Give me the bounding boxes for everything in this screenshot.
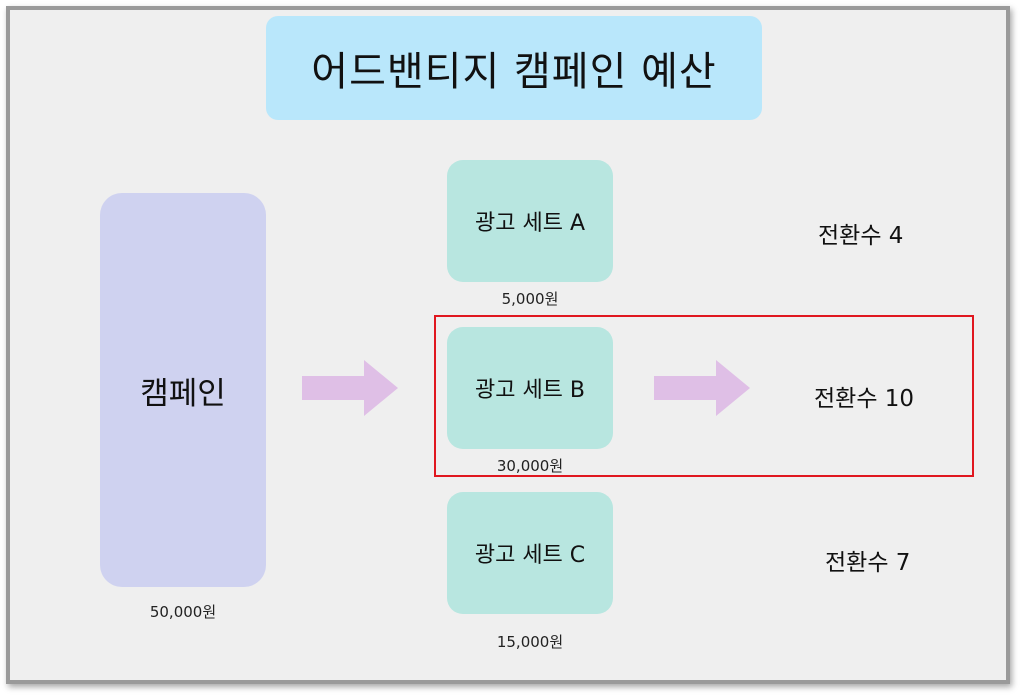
ad-set-b-conversions: 전환수 10 [814, 386, 915, 412]
title-banner: 어드밴티지 캠페인 예산 [266, 16, 762, 120]
highlight-box [434, 315, 974, 477]
right-arrow-icon [654, 360, 750, 416]
ad-set-b-budget: 30,000원 [496, 457, 564, 475]
campaign-label: 캠페인 [140, 375, 226, 412]
right-arrow-icon [302, 360, 398, 416]
ad-set-a-label: 광고 세트 A [475, 211, 585, 236]
ad-set-c-budget: 15,000원 [496, 633, 564, 651]
campaign-budget: 50,000원 [149, 603, 217, 621]
page-title: 어드밴티지 캠페인 예산 [311, 49, 717, 95]
ad-set-a-conversions: 전환수 4 [818, 223, 904, 249]
ad-set-b-node: 광고 세트 B [447, 327, 613, 449]
ad-set-c-conversions: 전환수 7 [825, 550, 911, 576]
ad-set-a-budget: 5,000원 [501, 290, 559, 308]
ad-set-a-node: 광고 세트 A [447, 160, 613, 282]
diagram-frame: 어드밴티지 캠페인 예산 캠페인 50,000원 광고 세트 A 5,000원 … [6, 6, 1010, 684]
ad-set-b-label: 광고 세트 B [474, 378, 586, 403]
campaign-node: 캠페인 [100, 193, 266, 587]
ad-set-c-node: 광고 세트 C [447, 492, 613, 614]
ad-set-c-label: 광고 세트 C [474, 543, 586, 568]
